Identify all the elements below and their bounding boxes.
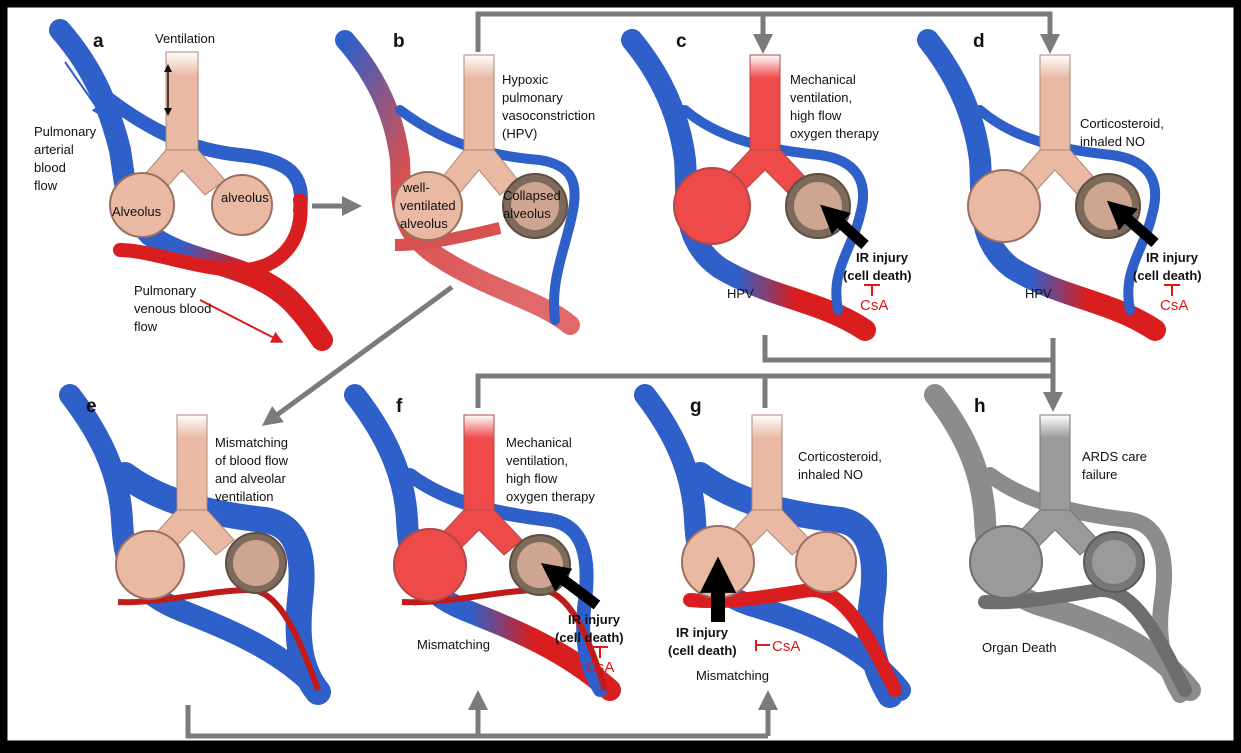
panel-letter-a: a <box>93 31 104 52</box>
csa-g: CsA <box>772 638 800 655</box>
mismatching-label-f: Mismatching <box>417 637 490 652</box>
panel-letter-g: g <box>690 396 702 417</box>
mismatching-label-g: Mismatching <box>696 668 769 683</box>
panel-letter-e: e <box>86 396 97 417</box>
alveolus-left-label: Alveolus <box>112 204 162 219</box>
alveolus-right-label: alveolus <box>221 190 269 205</box>
panel-letter-b: b <box>393 31 405 52</box>
csa-c: CsA <box>860 297 888 314</box>
panel-letter-d: d <box>973 31 985 52</box>
csa-d: CsA <box>1160 297 1188 314</box>
panel-letter-h: h <box>974 396 986 417</box>
panel-letter-f: f <box>396 396 403 417</box>
panel-letter-c: c <box>676 31 687 52</box>
hpv-label-d: HPV <box>1025 286 1052 301</box>
csa-f: CsA <box>586 659 614 676</box>
organ-death-label: Organ Death <box>982 640 1056 655</box>
hpv-label-c: HPV <box>727 286 754 301</box>
ventilation-label: Ventilation <box>155 31 215 46</box>
